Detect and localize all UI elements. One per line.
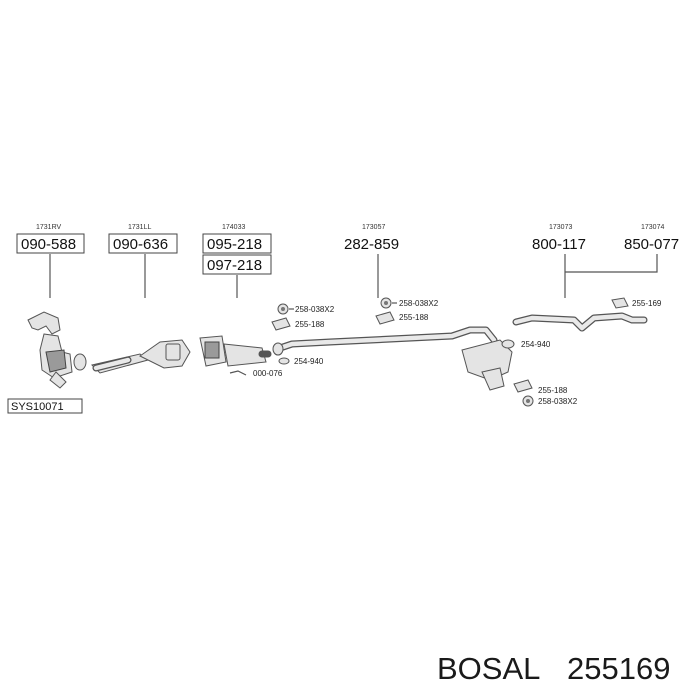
fitting-label-f4[interactable]: 000-076 <box>253 369 283 378</box>
fitting-icon-f6 <box>375 311 395 325</box>
fitting-label-f7[interactable]: 255-169 <box>632 299 662 308</box>
fitting-icon-f4 <box>229 370 247 376</box>
flex-pipe-part <box>91 339 191 374</box>
fitting-label-f5[interactable]: 258-038X2 <box>399 299 439 308</box>
code-box-catalyst-1 <box>202 233 272 254</box>
code-flex[interactable]: 090-636 <box>113 236 168 253</box>
fitting-label-f10[interactable]: 258-038X2 <box>538 397 578 406</box>
code-catalyst-2[interactable]: 097-218 <box>207 257 262 274</box>
fitting-icon-f2 <box>271 317 291 331</box>
fitting-label-f3[interactable]: 254-940 <box>294 357 324 366</box>
footer-part-number: 255169 <box>567 651 670 686</box>
ref-rear-pipe: 173073 <box>549 224 572 231</box>
fitting-icon-f1 <box>277 303 289 315</box>
code-catalyst-1[interactable]: 095-218 <box>207 236 262 253</box>
front-pipe-part <box>272 326 498 356</box>
silencer-part <box>461 339 513 391</box>
manifold-part <box>27 311 87 389</box>
leader-rear-tail <box>564 254 658 298</box>
kit-code[interactable]: SYS10071 <box>11 401 64 413</box>
fitting-icon-f10 <box>522 395 534 407</box>
kit-code-box <box>7 398 83 414</box>
fitting-icon-f5 <box>380 297 392 309</box>
ref-flex: 1731LL <box>128 224 151 231</box>
fitting-icon-f3 <box>278 357 290 365</box>
fitting-label-f6[interactable]: 255-188 <box>399 313 429 322</box>
ref-tail-pipe: 173074 <box>641 224 664 231</box>
ref-catalyst: 174033 <box>222 224 245 231</box>
code-box-manifold <box>16 233 85 254</box>
code-box-flex <box>108 233 178 254</box>
rear-pipe-part <box>512 312 648 332</box>
fitting-label-f9[interactable]: 255-188 <box>538 386 568 395</box>
ref-manifold: 1731RV <box>36 224 62 231</box>
fitting-label-f2[interactable]: 255-188 <box>295 320 325 329</box>
fitting-label-f8[interactable]: 254-940 <box>521 340 551 349</box>
fitting-icon-f9 <box>513 379 533 393</box>
fitting-label-f1[interactable]: 258-038X2 <box>295 305 335 314</box>
fitting-icon-f7 <box>611 297 629 309</box>
footer-brand: BOSAL <box>437 651 540 686</box>
ref-front-pipe: 173057 <box>362 224 385 231</box>
code-manifold[interactable]: 090-588 <box>21 236 76 253</box>
code-box-catalyst-2 <box>202 254 272 275</box>
fitting-icon-f8 <box>501 339 515 349</box>
catalyst-part <box>199 335 272 367</box>
code-front-pipe[interactable]: 282-859 <box>344 236 399 253</box>
code-rear-pipe[interactable]: 800-117 <box>532 236 586 253</box>
code-tail-pipe[interactable]: 850-077 <box>624 236 679 253</box>
